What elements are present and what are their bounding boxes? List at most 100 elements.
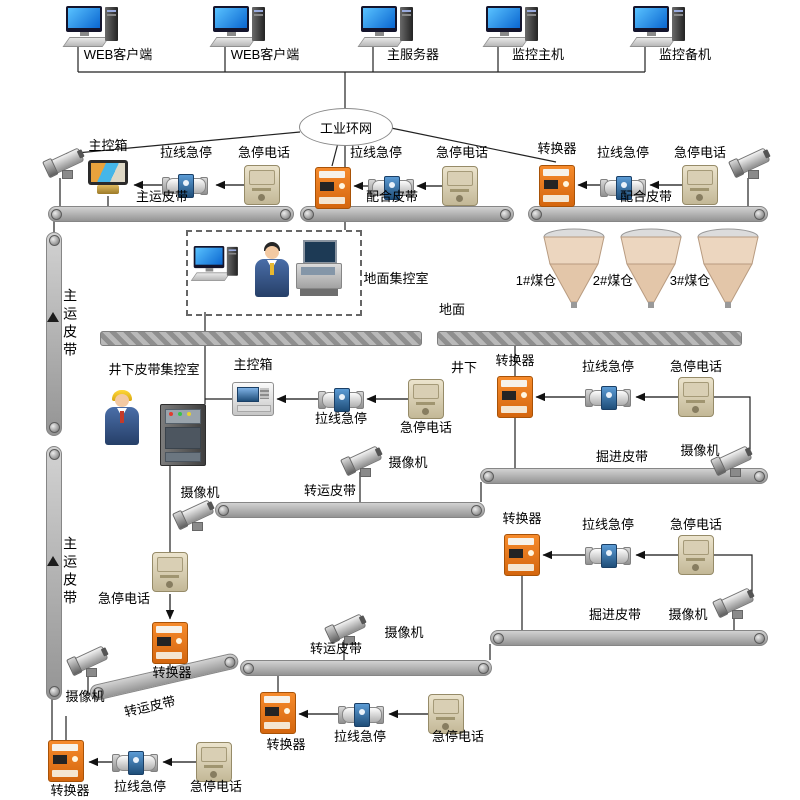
control-cabinet-icon (160, 404, 206, 466)
converter-icon-3 (497, 376, 533, 418)
pull-stop-label-6: 拉线急停 (581, 517, 635, 532)
pull-stop-icon-4 (318, 384, 364, 414)
pull-stop-label-5: 拉线急停 (581, 359, 635, 374)
camera-label-5: 摄像机 (180, 485, 220, 500)
console-icon (296, 240, 342, 298)
stop-phone-icon-2 (442, 166, 478, 206)
camera-icon-6 (66, 642, 112, 678)
stop-phone-label-6: 急停电话 (97, 591, 151, 606)
stop-phone-icon-4 (408, 379, 444, 419)
web-client-1-icon (62, 6, 128, 48)
camera-icon-3 (710, 442, 756, 478)
pull-stop-icon-8 (112, 747, 158, 777)
transfer-belt-2 (240, 660, 492, 676)
ground-surface-bar-right (437, 331, 742, 346)
monitor-host-icon (482, 6, 548, 48)
camera-icon-8 (324, 610, 370, 646)
transfer-belt-1-label: 转运皮带 (303, 483, 357, 498)
converter-icon-7 (48, 740, 84, 782)
pull-stop-icon-6 (585, 540, 631, 570)
transfer-belt-2-label: 转运皮带 (309, 641, 363, 656)
main-server-label: 主服务器 (386, 47, 440, 62)
main-box-label-1: 主控箱 (88, 138, 128, 153)
converter-icon-2 (539, 165, 575, 207)
stop-phone-label-4: 急停电话 (399, 420, 453, 435)
stop-phone-label-9: 急停电话 (189, 779, 243, 794)
converter-label-7: 转换器 (50, 783, 90, 798)
web-client-2-icon (209, 6, 275, 48)
underground-main-box-icon (232, 382, 274, 416)
camera-label-3: 摄像机 (680, 443, 720, 458)
control-room-computer-icon (190, 246, 246, 282)
ground-surface-bar-left (100, 331, 422, 346)
main-belt-top (48, 206, 294, 222)
match-belt-1-label: 配合皮带 (365, 189, 419, 204)
pull-stop-icon-1 (162, 170, 208, 200)
stop-phone-icon-5 (678, 377, 714, 417)
main-box-label-2: 主控箱 (233, 357, 273, 372)
underground-person-icon (104, 390, 140, 446)
stop-phone-label-8: 急停电话 (431, 729, 485, 744)
heading-belt-2 (490, 630, 768, 646)
pull-stop-label-1: 拉线急停 (159, 145, 213, 160)
main-belt-vertical-1 (46, 232, 62, 436)
underground-control-room-label: 井下皮带集控室 (108, 362, 200, 377)
stop-phone-icon-8 (428, 694, 464, 734)
match-belt-1 (300, 206, 514, 222)
main-belt-vertical-2-label: 主运皮带 (62, 536, 79, 608)
stop-phone-icon-7 (678, 535, 714, 575)
pull-stop-label-2: 拉线急停 (349, 145, 403, 160)
ground-control-room-label: 地面集控室 (363, 271, 429, 286)
camera-label-6: 摄像机 (65, 689, 105, 704)
stop-phone-icon-9 (196, 742, 232, 782)
silo-icon-1 (543, 228, 605, 308)
heading-belt-1 (480, 468, 768, 484)
monitor-host-label: 监控主机 (511, 47, 565, 62)
surface-zone-label: 地面 (438, 302, 466, 317)
transfer-belt-1 (215, 502, 485, 518)
match-belt-2-label: 配合皮带 (619, 189, 673, 204)
camera-icon-5 (172, 496, 218, 532)
stop-phone-icon-1 (244, 165, 280, 205)
belt-direction-arrow-1 (47, 312, 59, 322)
converter-icon-1 (315, 167, 351, 209)
pull-stop-icon-2 (368, 172, 414, 202)
camera-label-4: 摄像机 (388, 455, 428, 470)
stop-phone-label-5: 急停电话 (669, 359, 723, 374)
converter-label-3: 转换器 (495, 353, 535, 368)
stop-phone-icon-3 (682, 165, 718, 205)
monitor-backup-label: 监控备机 (658, 47, 712, 62)
pull-stop-icon-3 (600, 172, 646, 202)
industrial-ring-network-node: 工业环网 (299, 108, 393, 146)
industrial-ring-network-label: 工业环网 (319, 120, 372, 136)
silo-label-3: 3#煤仓 (669, 273, 711, 288)
silo-label-1: 1#煤仓 (515, 273, 557, 288)
converter-label-6: 转换器 (266, 737, 306, 752)
converter-label-5: 转换器 (502, 511, 542, 526)
pull-stop-label-4: 拉线急停 (314, 411, 368, 426)
stop-phone-label-1: 急停电话 (237, 145, 291, 160)
main-box-hmi-icon (85, 160, 131, 196)
stop-phone-label-2: 急停电话 (435, 145, 489, 160)
camera-icon-1 (42, 144, 88, 180)
main-server-icon (357, 6, 423, 48)
pull-stop-icon-5 (585, 382, 631, 412)
pull-stop-label-8: 拉线急停 (113, 779, 167, 794)
silo-icon-2 (620, 228, 682, 308)
web-client-2-label: WEB客户端 (230, 47, 300, 62)
silo-icon-3 (697, 228, 759, 308)
belt-direction-arrow-2 (47, 556, 59, 566)
camera-icon-4 (340, 442, 386, 478)
main-belt-vertical-2 (46, 446, 62, 700)
heading-belt-2-label: 掘进皮带 (588, 607, 642, 622)
converter-label-4: 转换器 (152, 665, 192, 680)
camera-icon-2 (728, 144, 774, 180)
pull-stop-label-3: 拉线急停 (596, 145, 650, 160)
heading-belt-1-label: 掘进皮带 (595, 449, 649, 464)
ground-control-room-box (186, 230, 362, 316)
camera-label-8: 摄像机 (384, 625, 424, 640)
converter-label-2: 转换器 (537, 141, 577, 156)
monitor-backup-icon (629, 6, 695, 48)
